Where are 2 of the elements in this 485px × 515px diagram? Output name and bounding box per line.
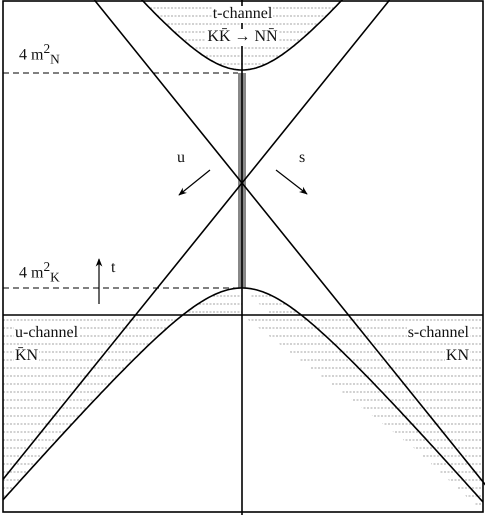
process-label: KK̄ → NN̄ <box>206 28 279 46</box>
channel-label: t-channel <box>212 6 274 23</box>
